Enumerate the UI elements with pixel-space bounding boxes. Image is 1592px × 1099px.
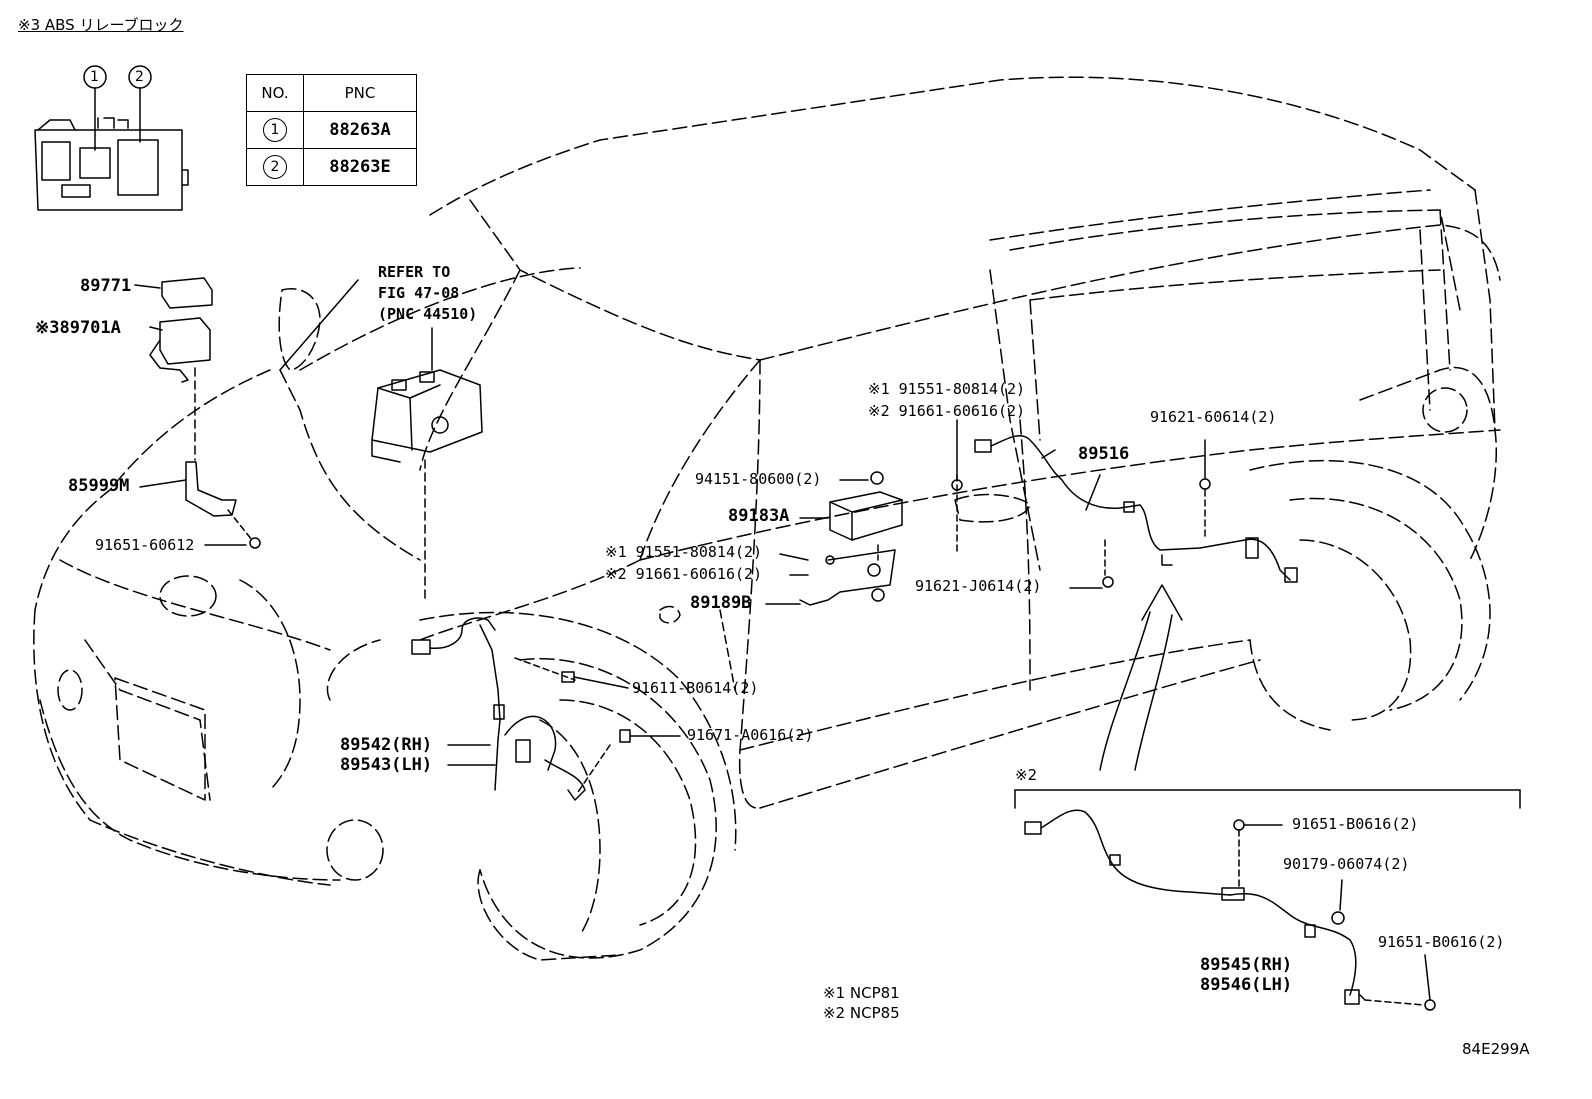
refer-line-1: REFER TO bbox=[378, 263, 451, 281]
label-89771[interactable]: 89771 bbox=[80, 276, 132, 296]
label-91661-60616-upper[interactable]: ※2 91661-60616(2) bbox=[868, 402, 1026, 420]
label-89545-rh[interactable]: 89545(RH) bbox=[1200, 955, 1293, 975]
pnc-row-value: 88263E bbox=[303, 148, 417, 186]
pnc-header-pnc: PNC bbox=[303, 74, 417, 112]
label-89543-lh[interactable]: 89543(LH) bbox=[340, 755, 433, 775]
pnc-header-no: NO. bbox=[246, 74, 304, 112]
label-91551-80814-lower[interactable]: ※1 91551-80814(2) bbox=[605, 543, 763, 561]
refer-line-2[interactable]: FIG 47-08 bbox=[378, 284, 460, 302]
pnc-table-header: NO. PNC bbox=[246, 74, 417, 112]
legend-note-ncp81: ※1 NCP81 bbox=[823, 984, 900, 1002]
table-row: 1 88263A bbox=[246, 111, 417, 149]
yaw-sensor-drawing bbox=[719, 471, 903, 691]
rear-sensor-harness-drawing bbox=[951, 419, 1298, 771]
vehicle-outline bbox=[33, 76, 1501, 961]
abs-relay-block-drawing bbox=[34, 65, 189, 211]
pnc-row-no: 2 bbox=[263, 155, 287, 179]
abs-actuator-drawing bbox=[279, 279, 483, 601]
label-91661-60616-lower[interactable]: ※2 91661-60616(2) bbox=[605, 565, 763, 583]
pnc-row-no: 1 bbox=[263, 118, 287, 142]
label-89189b[interactable]: 89189B bbox=[690, 593, 752, 613]
relay-bracket-drawing bbox=[134, 277, 261, 549]
pnc-row-value: 88263A bbox=[303, 111, 417, 149]
label-89183a[interactable]: 89183A bbox=[728, 506, 790, 526]
inset-ncp85-drawing bbox=[1014, 789, 1521, 1011]
label-94151-80600[interactable]: 94151-80600(2) bbox=[695, 470, 822, 488]
figure-id: 84E299A bbox=[1462, 1040, 1530, 1058]
label-89701a[interactable]: ※389701A bbox=[35, 318, 121, 338]
refer-line-3: (PNC 44510) bbox=[378, 305, 478, 323]
label-89516[interactable]: 89516 bbox=[1078, 444, 1130, 464]
label-89546-lh[interactable]: 89546(LH) bbox=[1200, 975, 1293, 995]
label-91621-60614[interactable]: 91621-60614(2) bbox=[1150, 408, 1277, 426]
legend-note-ncp85: ※2 NCP85 bbox=[823, 1004, 900, 1022]
label-90179-06074[interactable]: 90179-06074(2) bbox=[1283, 855, 1410, 873]
label-91651-60612[interactable]: 91651-60612 bbox=[95, 536, 195, 554]
pnc-table: NO. PNC 1 88263A 2 88263E bbox=[246, 74, 417, 186]
label-91551-80814-upper[interactable]: ※1 91551-80814(2) bbox=[868, 380, 1026, 398]
relay-callout-1: 1 bbox=[90, 69, 99, 85]
label-91651-b0616-lower[interactable]: 91651-B0616(2) bbox=[1378, 933, 1505, 951]
front-sensor-harness-drawing bbox=[411, 617, 681, 801]
label-91671-a0616[interactable]: 91671-A0616(2) bbox=[687, 726, 814, 744]
table-row: 2 88263E bbox=[246, 148, 417, 186]
relay-callout-2: 2 bbox=[135, 69, 144, 85]
label-91621-j0614[interactable]: 91621-J0614(2) bbox=[915, 577, 1042, 595]
inset-marker: ※2 bbox=[1015, 766, 1038, 784]
page-title: ※3 ABS リレーブロック bbox=[18, 16, 184, 34]
label-89542-rh[interactable]: 89542(RH) bbox=[340, 735, 433, 755]
label-91651-b0616-upper[interactable]: 91651-B0616(2) bbox=[1292, 815, 1419, 833]
label-85999m[interactable]: 85999M bbox=[68, 476, 130, 496]
label-91611-b0614[interactable]: 91611-B0614(2) bbox=[632, 679, 759, 697]
